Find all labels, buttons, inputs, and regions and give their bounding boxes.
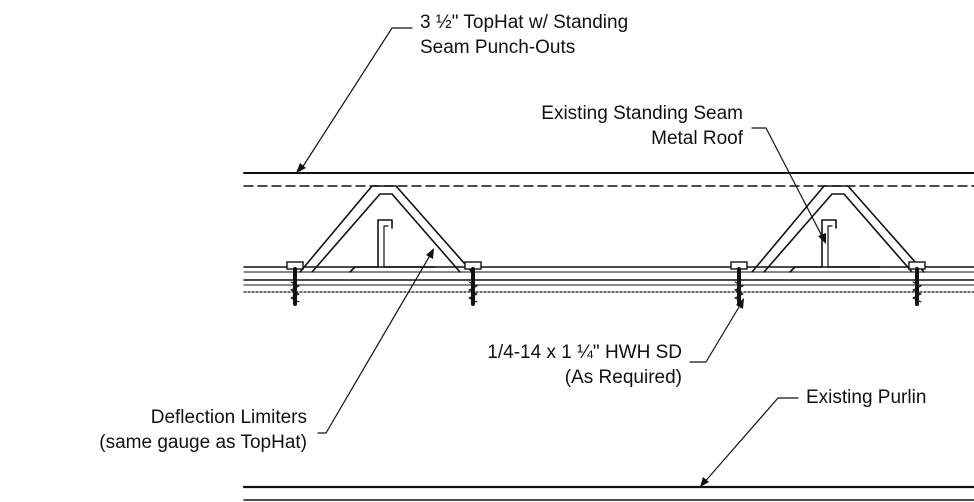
screw-3 (730, 261, 748, 306)
fastener-label-line1: 1/4-14 x 1 ¼" HWH SD (487, 342, 682, 363)
screw-4 (908, 261, 926, 306)
standing-seam-right (789, 219, 881, 273)
leader-limiters (317, 248, 434, 434)
standing-seam-left (349, 219, 436, 273)
limiters-label-line1: Deflection Limiters (151, 407, 307, 428)
deflection-limiter-right (751, 185, 925, 273)
tophat-label-line1: 3 ½" TopHat w/ Standing (420, 12, 628, 33)
leader-roof (751, 127, 826, 244)
roof-label-line2: Metal Roof (651, 128, 744, 149)
fastener-label-line2: (As Required) (565, 367, 682, 388)
leader-tophat (296, 27, 413, 173)
purlin-label: Existing Purlin (806, 387, 926, 408)
leader-purlin (700, 397, 799, 487)
screw-1 (286, 261, 304, 306)
tophat-label-line2: Seam Punch-Outs (420, 37, 575, 58)
leader-fastener (689, 298, 744, 363)
tophat-top-flange (243, 172, 974, 187)
limiters-label-line2: (same gauge as TopHat) (99, 432, 307, 453)
screw-2 (464, 261, 482, 306)
purlin-flange (242, 485, 974, 501)
roof-label-line1: Existing Standing Seam (541, 103, 743, 124)
roof-panel (243, 266, 974, 293)
deflection-limiter-left (299, 185, 473, 273)
